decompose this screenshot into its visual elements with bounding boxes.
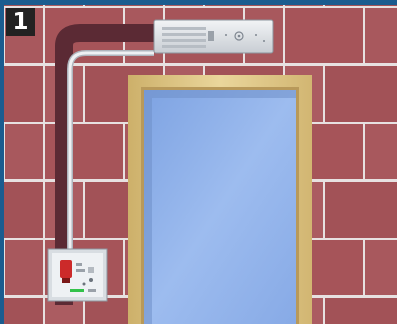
door-operator-unit — [154, 20, 273, 53]
door-opening — [144, 90, 296, 324]
wall-scene-svg — [4, 5, 397, 324]
installation-scene — [4, 5, 397, 324]
red-button-icon — [60, 260, 72, 278]
control-box — [48, 249, 107, 301]
step-number-badge: 1 — [6, 8, 35, 36]
door-frame — [128, 75, 312, 324]
status-led-icon — [70, 289, 84, 292]
